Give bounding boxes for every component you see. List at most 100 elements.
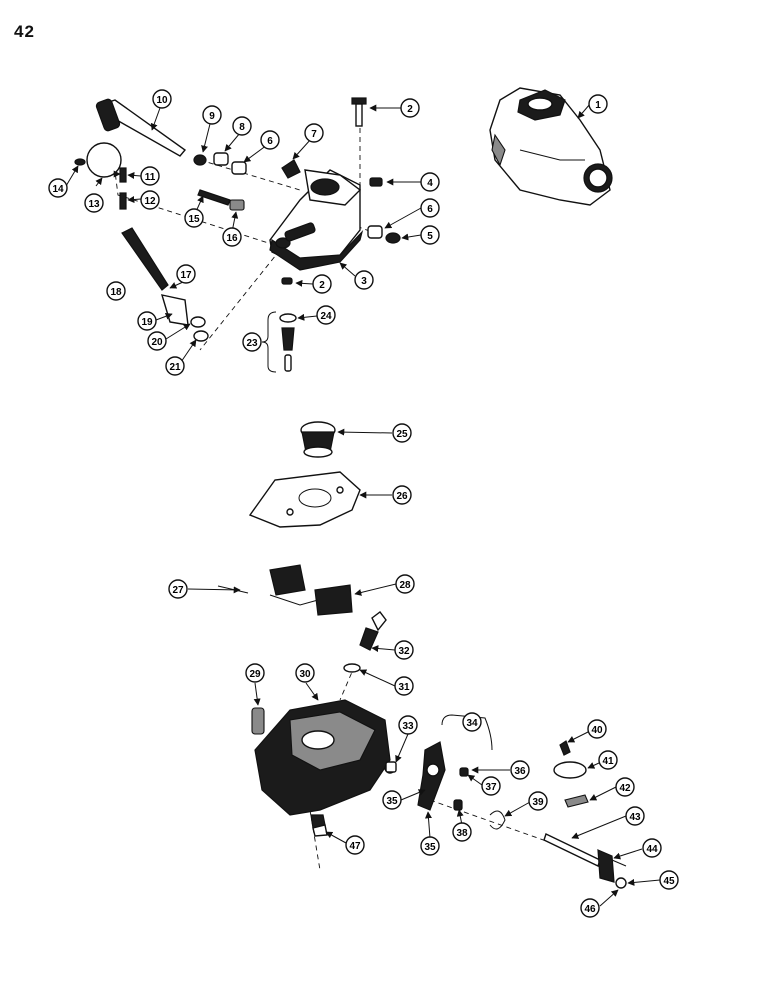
callout-39: 39 [528,791,548,811]
callout-34: 34 [462,712,482,732]
plug-parts [367,177,401,244]
callout-45: 45 [659,870,679,890]
callout-label: 23 [246,338,258,349]
callout-27: 27 [168,579,188,599]
callout-label: 21 [169,362,181,373]
callout-2-top: 2 [400,98,420,118]
venturi-part [300,421,336,458]
choke-lever-parts [417,714,506,830]
callout-44: 44 [642,838,662,858]
callout-23: 23 [242,332,262,352]
callout-18: 18 [106,281,126,301]
callout-label: 46 [584,904,596,915]
callout-4: 4 [420,172,440,192]
callout-26: 26 [392,485,412,505]
callout-36: 36 [510,760,530,780]
callout-label: 6 [427,204,433,215]
callout-11: 11 [140,166,160,186]
callout-label: 20 [151,337,163,348]
callout-label: 12 [144,196,156,207]
callout-label: 1 [595,100,601,111]
callout-label: 43 [629,812,641,823]
callout-2-lower: 2 [312,274,332,294]
callout-31: 31 [394,676,414,696]
callout-label: 44 [646,844,658,855]
callout-label: 4 [427,178,433,189]
callout-label: 13 [88,199,100,210]
callout-41: 41 [598,750,618,770]
callout-35-lower: 35 [420,836,440,856]
callout-5: 5 [420,225,440,245]
callout-25: 25 [392,423,412,443]
callout-38: 38 [452,822,472,842]
callout-43: 43 [625,806,645,826]
callout-label: 3 [361,276,367,287]
callout-label: 47 [349,841,361,852]
callout-label: 45 [663,876,675,887]
float-bowl-part [254,699,396,816]
callout-33: 33 [398,715,418,735]
screw-part-lower [281,277,293,285]
callout-14: 14 [48,178,68,198]
jet-part [251,707,265,735]
callout-20: 20 [147,331,167,351]
callout-label: 35 [424,842,436,853]
callout-28: 28 [395,574,415,594]
callout-label: 25 [396,429,408,440]
callout-label: 39 [532,797,544,808]
callout-label: 29 [249,669,261,680]
callout-3: 3 [354,270,374,290]
callout-15: 15 [184,208,204,228]
choke-shaft-parts [543,833,627,889]
callout-40: 40 [587,719,607,739]
callout-label: 33 [402,721,414,732]
callout-label: 31 [398,682,410,693]
callout-label: 27 [172,585,184,596]
callout-19: 19 [137,311,157,331]
throttle-shaft-parts [74,98,187,210]
callout-label: 40 [591,725,603,736]
callout-6-left: 6 [260,130,280,150]
callout-label: 26 [396,491,408,502]
callout-label: 15 [188,214,200,225]
idle-needle-parts [121,227,209,342]
callout-32: 32 [394,640,414,660]
callout-7: 7 [304,123,324,143]
callout-30: 30 [295,663,315,683]
callout-42: 42 [615,777,635,797]
callout-label: 9 [209,111,215,122]
callout-label: 8 [239,122,245,133]
callout-label: 7 [311,129,317,140]
choke-plate-parts [553,740,589,808]
callout-46: 46 [580,898,600,918]
callout-8: 8 [232,116,252,136]
callout-label: 11 [145,172,156,183]
callout-10: 10 [152,89,172,109]
callout-47: 47 [345,835,365,855]
callout-6-right: 6 [420,198,440,218]
callout-1: 1 [588,94,608,114]
callout-label: 42 [619,783,631,794]
carburetor-assembly-part [489,87,613,206]
callout-label: 24 [320,311,332,322]
callout-label: 19 [141,317,153,328]
bushing-part-33 [385,761,397,773]
callout-label: 34 [466,718,478,729]
screw-spring-parts [197,189,245,211]
needle-valve-parts [343,611,387,673]
callout-label: 17 [180,270,192,281]
callout-label: 37 [485,782,497,793]
callout-label: 30 [299,669,311,680]
drain-plug-part [310,814,328,837]
callout-29: 29 [245,663,265,683]
callout-label: 41 [602,756,614,767]
callout-21: 21 [165,356,185,376]
callout-label: 5 [427,231,433,242]
screw-part-top [351,97,367,127]
callout-37: 37 [481,776,501,796]
callout-label: 36 [514,766,526,777]
callout-label: 16 [226,233,238,244]
callout-label: 2 [407,104,413,115]
callout-label: 14 [52,184,64,195]
